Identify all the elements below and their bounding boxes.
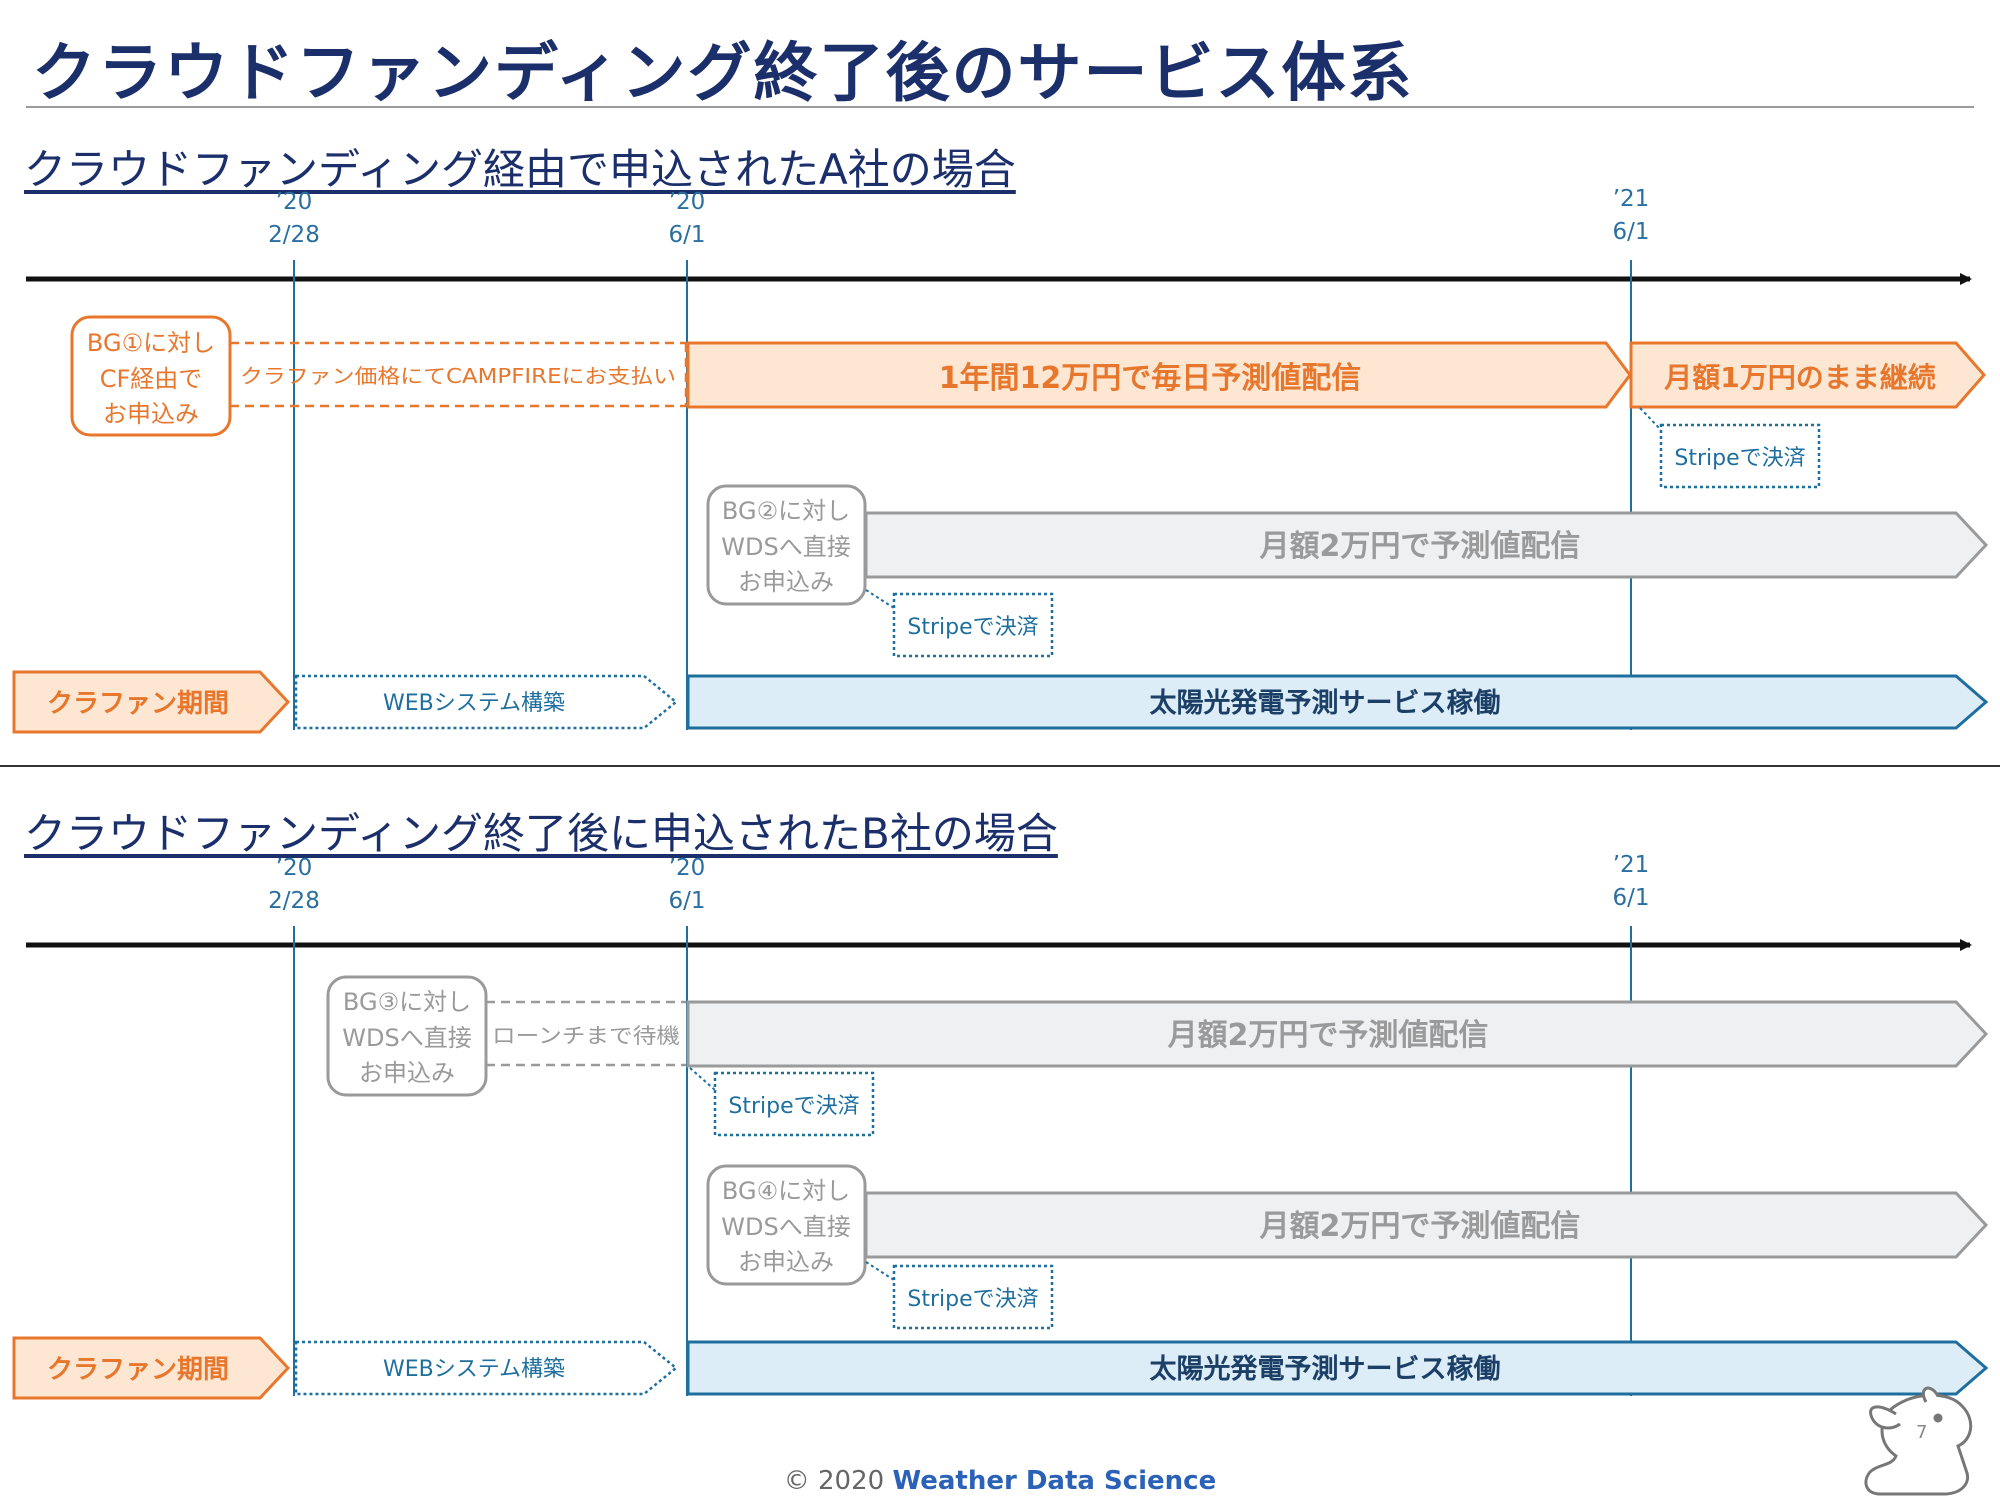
stripe-label-b1: Stripeで決済 bbox=[728, 1094, 859, 1119]
section-b-title: クラウドファンディング終了後に申込されたB社の場合 bbox=[24, 809, 1058, 858]
continue-plan-label: 月額1万円のまま継続 bbox=[1663, 361, 1935, 394]
stripe-callout-a1-pointer bbox=[1639, 407, 1662, 431]
section-a-title: クラウドファンディング経由で申込されたA社の場合 bbox=[24, 145, 1016, 194]
rabbit-mascot-icon bbox=[1864, 1386, 1973, 1496]
stripe-label-a2: Stripeで決済 bbox=[907, 615, 1038, 640]
page-title: クラウドファンディング終了後のサービス体系 bbox=[32, 37, 1414, 111]
crowdfund-period-label-b: クラファン期間 bbox=[47, 1355, 229, 1385]
monthly-plan-label-a: 月額2万円で予測値配信 bbox=[1260, 529, 1581, 564]
launch-wait-label: ローンチまで待機 bbox=[492, 1024, 680, 1048]
monthly-plan-arrow-b2 bbox=[864, 1191, 1989, 1259]
stripe-callout-b1 bbox=[713, 1071, 875, 1137]
stripe-callout-a1 bbox=[1659, 423, 1821, 489]
stripe-label-b2: Stripeで決済 bbox=[907, 1287, 1038, 1312]
service-running-label-a: 太陽光発電予測サービス稼働 bbox=[1150, 688, 1501, 719]
bg4-box-line-1: BG④に対し bbox=[722, 1177, 850, 1205]
web-build-arrow-b bbox=[294, 1340, 678, 1396]
bg3-application-box bbox=[326, 975, 488, 1097]
service-running-label-b: 太陽光発電予測サービス稼働 bbox=[1150, 1354, 1501, 1385]
service-running-arrow-a bbox=[686, 674, 1989, 730]
stripe-callout-a2-pointer bbox=[865, 589, 895, 609]
service-running-arrow-b bbox=[686, 1340, 1989, 1396]
footer-copyright: © 2020 bbox=[783, 1466, 885, 1496]
yearly-plan-label: 1年間12万円で毎日予測値配信 bbox=[939, 361, 1362, 396]
crowdfund-period-arrow-a bbox=[12, 670, 291, 734]
footer: © 2020 Weather Data Science bbox=[0, 1466, 2000, 1496]
bg2-box-line-3: お申込み bbox=[738, 568, 834, 596]
bg3-box-line-1: BG③に対し bbox=[343, 988, 471, 1016]
bg1-application-box bbox=[70, 315, 232, 437]
web-build-label-b: WEBシステム構築 bbox=[383, 1357, 565, 1382]
bg1-box-line-3: お申込み bbox=[103, 400, 199, 428]
bg2-box-line-2: WDSへ直接 bbox=[721, 533, 850, 561]
web-build-label-a: WEBシステム構築 bbox=[383, 691, 565, 716]
stripe-callout-b2 bbox=[892, 1264, 1054, 1330]
continue-plan-arrow bbox=[1629, 341, 1986, 409]
yearly-plan-arrow bbox=[686, 341, 1632, 409]
footer-brand: Weather Data Science bbox=[892, 1466, 1217, 1496]
stripe-label-a1: Stripeで決済 bbox=[1674, 446, 1805, 471]
page-number: 7 bbox=[1916, 1422, 1928, 1443]
cf-payment-label: クラファン価格にてCAMPFIREにお支払い bbox=[240, 364, 676, 388]
bg1-box-line-2: CF経由で bbox=[100, 365, 203, 393]
bg4-box-line-3: お申込み bbox=[738, 1248, 834, 1276]
stripe-callout-a2 bbox=[892, 592, 1054, 658]
crowdfund-period-label-a: クラファン期間 bbox=[47, 689, 229, 719]
bg3-box-line-2: WDSへ直接 bbox=[342, 1024, 471, 1052]
bg2-box-line-1: BG②に対し bbox=[722, 497, 850, 525]
bg3-box-line-3: お申込み bbox=[359, 1059, 455, 1087]
monthly-plan-arrow-a bbox=[864, 511, 1989, 579]
crowdfund-period-arrow-b bbox=[12, 1336, 291, 1400]
monthly-plan-label-b2: 月額2万円で予測値配信 bbox=[1260, 1209, 1581, 1244]
monthly-plan-label-b1: 月額2万円で予測値配信 bbox=[1168, 1018, 1489, 1053]
web-build-arrow-a bbox=[294, 674, 678, 730]
title-divider bbox=[26, 106, 1974, 108]
stripe-callout-b2-pointer bbox=[865, 1261, 895, 1281]
section-divider bbox=[0, 765, 2000, 767]
bg1-box-line-1: BG①に対し bbox=[87, 329, 215, 357]
monthly-plan-arrow-b1 bbox=[686, 1000, 1989, 1068]
stripe-callout-b1-pointer bbox=[689, 1067, 716, 1091]
bg4-box-line-2: WDSへ直接 bbox=[721, 1213, 850, 1241]
